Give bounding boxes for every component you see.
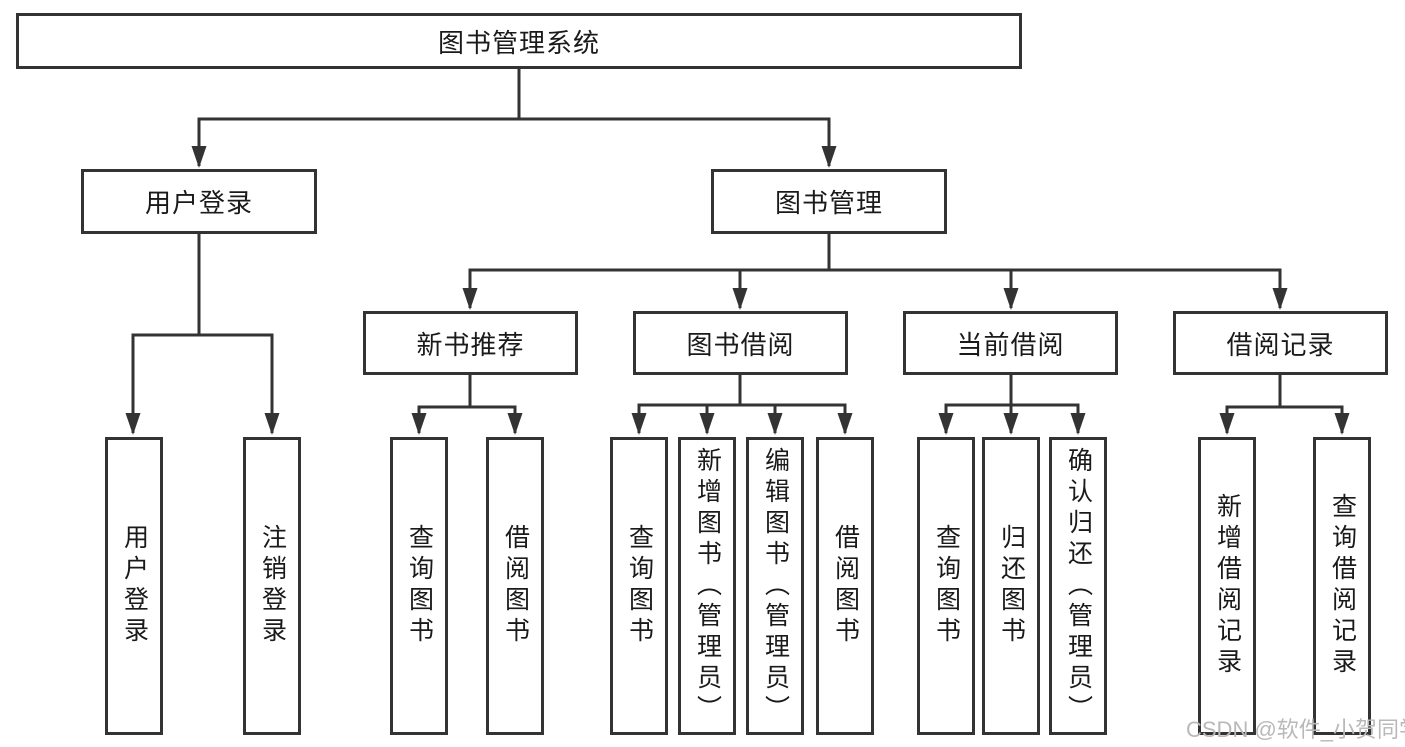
leaf-edit-book-admin: 编辑图书（管理员） [746,437,804,735]
node-label: 借阅图书 [831,524,860,648]
leaf-add-book-admin: 新增图书（管理员） [678,437,736,735]
leaf-return-books: 归还图书 [982,437,1040,735]
node-label: 查询图书 [625,524,654,648]
node-new-book-recommend: 新书推荐 [363,311,578,375]
node-borrow-records: 借阅记录 [1173,311,1388,375]
node-label: 图书管理系统 [437,27,600,58]
connector-current-borrow [938,374,1086,435]
node-label: 查询图书 [932,524,961,648]
node-label: 图书管理 [774,188,883,218]
leaf-query-books-borrow: 查询图书 [610,437,668,735]
leaf-confirm-return-admin: 确认归还（管理员） [1049,437,1107,735]
node-label: 新增借阅记录 [1213,493,1242,679]
leaf-query-books-current: 查询图书 [917,437,975,735]
leaf-logout: 注销登录 [243,437,301,735]
connector-new-book-recommend [411,374,523,435]
node-current-borrow: 当前借阅 [903,311,1118,375]
node-label: 新增图书（管理员） [693,446,722,726]
node-label: 用户登录 [120,524,149,648]
connector-book-borrow [631,374,853,435]
leaf-borrow-books-recommend: 借阅图书 [486,437,544,735]
node-label: 查询图书 [405,524,434,648]
node-label: 新书推荐 [416,329,525,360]
node-book-management: 图书管理 [711,169,947,234]
node-root: 图书管理系统 [16,13,1022,69]
node-label: 查询借阅记录 [1328,493,1357,679]
node-label: 归还图书 [997,524,1026,648]
node-label: 编辑图书（管理员） [761,446,790,726]
node-label: 图书借阅 [686,329,795,360]
node-label: 注销登录 [258,524,287,648]
connector-book-management [462,234,1288,310]
leaf-user-login: 用户登录 [105,437,163,735]
connector-user-login [125,234,280,435]
connector-borrow-records [1219,374,1350,435]
node-label: 用户登录 [144,188,253,218]
node-book-borrow: 图书借阅 [633,311,848,375]
connector-root [191,69,837,168]
leaf-add-borrow-record: 新增借阅记录 [1198,437,1256,735]
node-label: 确认归还（管理员） [1064,446,1093,726]
node-label: 当前借阅 [956,329,1065,360]
watermark: CSDN @软件_小贺同学 [1186,717,1405,742]
leaf-borrow-books-borrow: 借阅图书 [816,437,874,735]
leaf-query-borrow-record: 查询借阅记录 [1313,437,1371,735]
node-user-login: 用户登录 [81,169,317,234]
node-label: 借阅记录 [1226,329,1335,360]
leaf-query-books-recommend: 查询图书 [390,437,448,735]
node-label: 借阅图书 [501,524,530,648]
